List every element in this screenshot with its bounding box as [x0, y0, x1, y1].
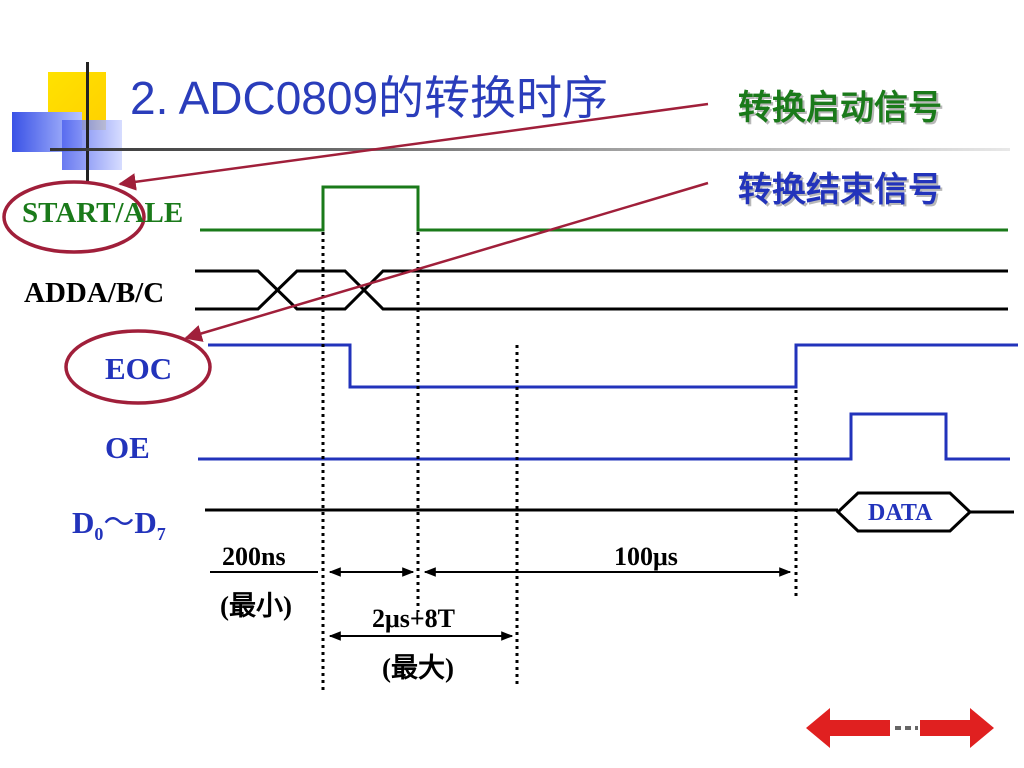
interval-arrows: [210, 567, 792, 641]
data-bus-letter-low: D: [72, 505, 95, 540]
data-bus-index-high: 7: [156, 524, 166, 545]
end-signal-pointer: [184, 181, 709, 342]
data-bus-letter-high: D: [134, 505, 157, 540]
label-eoc: EOC: [105, 351, 173, 386]
data-box-label: DATA: [868, 500, 933, 526]
label-start-ale: START/ALE: [22, 197, 184, 229]
slide-title: 2. ADC0809的转换时序: [130, 72, 609, 124]
start-ale-highlight-circle: [2, 180, 146, 254]
nav-arrows: [806, 708, 994, 748]
start-signal-pointer: [118, 102, 709, 191]
t-conv-value: 100μs: [614, 542, 678, 571]
blue-block-small: [62, 120, 122, 170]
label-data-bus: D0～D7: [72, 497, 166, 545]
horizontal-rule: [50, 148, 1010, 151]
callout-start-signal: 转换启动信号: [738, 88, 942, 128]
right-arrow-icon[interactable]: [920, 708, 994, 748]
data-bus-index-low: 0: [94, 524, 104, 545]
t-pulse-note: (最小): [220, 591, 292, 621]
t-eoc-delay-note: (最大): [382, 653, 454, 683]
callout-end-signal: 转换结束信号: [738, 170, 942, 210]
eoc-highlight-circle: [64, 329, 212, 405]
eoc-waveform: [208, 343, 1018, 389]
data-bus-separator: ～: [103, 505, 135, 541]
t-pulse-value: 200ns: [222, 542, 286, 571]
timing-guides: [321, 232, 798, 690]
corner-decoration: [0, 0, 1010, 182]
left-arrow-icon[interactable]: [806, 708, 890, 748]
vertical-rule: [86, 62, 89, 182]
oe-waveform: [198, 412, 1010, 461]
t-eoc-delay-value: 2μs+8T: [372, 604, 456, 633]
start-ale-waveform: [200, 185, 1008, 232]
address-waveform: [195, 269, 1008, 311]
label-address: ADDA/B/C: [24, 277, 165, 309]
label-oe: OE: [105, 430, 150, 465]
data-bus-waveform: [205, 491, 1014, 533]
